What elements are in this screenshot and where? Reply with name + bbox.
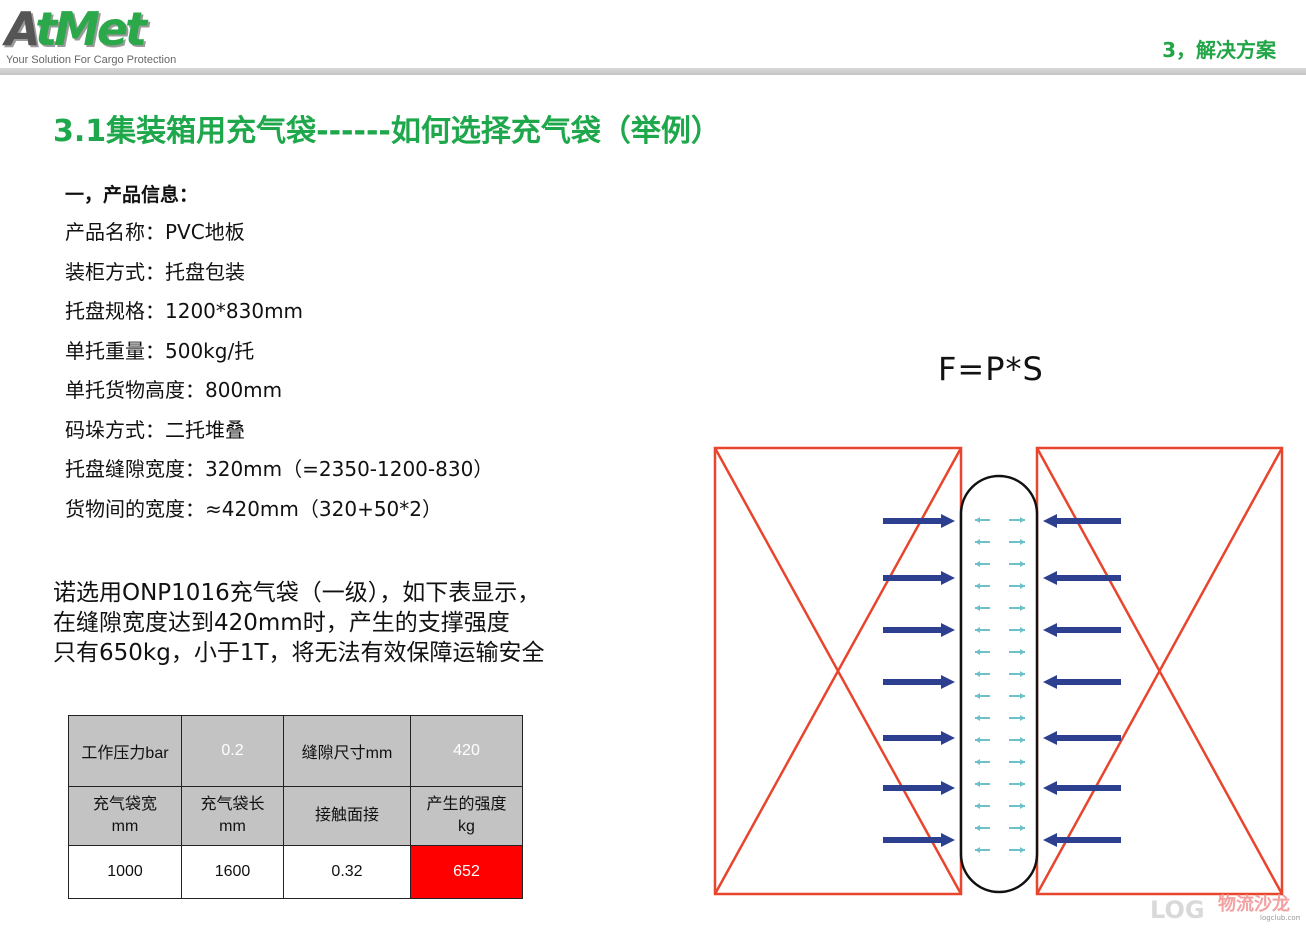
small-arrow [1009,583,1025,589]
left-cargo-box [713,446,963,896]
small-arrow [975,825,990,831]
page-title: 3.1集装箱用充气袋------如何选择充气袋（举例） [53,114,721,149]
product-info-heading: 一，产品信息： [65,184,199,206]
svg-text:物流沙龙: 物流沙龙 [1218,893,1290,915]
list-item: 托盘缝隙宽度：320mm（=2350-1200-830） [65,457,494,481]
table-cell: 0.32 [283,845,411,899]
small-arrow [1009,781,1025,787]
small-arrow [975,737,990,743]
small-arrow [1009,759,1025,765]
table-cell: 工作压力bar [68,715,182,787]
atmet-logo: AtMet Your Solution For Cargo Protection [5,2,205,70]
big-arrow-right [883,571,955,585]
big-arrow-left [1043,833,1121,847]
small-arrow [975,649,990,655]
airbag-shape [959,474,1039,894]
airbag-pressure-arrows [975,517,1025,853]
product-info-list: 产品名称：PVC地板 装柜方式：托盘包装 托盘规格：1200*830mm 单托重… [65,218,493,534]
list-item: 产品名称：PVC地板 [65,220,245,244]
right-cargo-box [1035,446,1284,896]
big-arrow-right [883,514,955,528]
small-arrow [1009,627,1025,633]
small-arrow [1009,605,1025,611]
small-arrow [1009,737,1025,743]
small-arrow [975,561,990,567]
force-formula: F=P*S [938,350,1044,388]
big-arrow-right [883,833,955,847]
logclub-watermark: LOG 物流沙龙 logclub.com [1150,893,1300,924]
big-arrow-left [1043,781,1121,795]
list-item: 单托重量：500kg/托 [65,338,255,363]
small-arrow [1009,671,1025,677]
list-item: 装柜方式：托盘包装 [65,259,245,284]
small-arrow [975,627,990,633]
table-cell: 1000 [68,845,182,899]
small-arrow [975,803,990,809]
small-arrow [1009,803,1025,809]
big-arrow-right [883,731,955,745]
strength-highlight-cell: 652 [410,845,523,899]
airbag-gap-diagram [713,446,1284,896]
table-cell: 1600 [181,845,284,899]
big-arrow-right [883,623,955,637]
list-item: 单托货物高度：800mm [65,378,283,402]
small-arrow [1009,847,1025,853]
section-label: 3，解决方案 [1162,38,1276,62]
header-divider [0,68,1306,75]
big-arrow-left [1043,571,1121,585]
big-arrow-right [883,675,955,689]
svg-text:LOG: LOG [1150,896,1205,924]
note-line: 诺选用ONP1016充气袋（一级），如下表显示， [53,580,541,606]
note-line: 在缝隙宽度达到420mm时，产生的支撑强度 [53,610,510,636]
small-arrow [975,781,990,787]
table-cell: 接触面接 [283,786,411,846]
big-arrow-left [1043,731,1121,745]
table-row: 工作压力bar 0.2 缝隙尺寸mm 420 [68,715,523,787]
small-arrow [1009,539,1025,545]
small-arrow [1009,715,1025,721]
table-cell: 420 [410,715,523,787]
table-cell: 缝隙尺寸mm [283,715,411,787]
note-line: 只有650kg，小于1T，将无法有效保障运输安全 [53,640,545,666]
small-arrow [1009,649,1025,655]
svg-text:logclub.com: logclub.com [1260,914,1300,922]
small-arrow [1009,517,1025,523]
small-arrow [975,539,990,545]
big-arrow-left [1043,514,1121,528]
table-row: 1000 1600 0.32 652 [68,845,523,899]
small-arrow [975,759,990,765]
small-arrow [975,847,990,853]
logo-tagline: Your Solution For Cargo Protection [6,54,177,66]
small-arrow [975,517,990,523]
cargo-force-arrows [883,514,1121,847]
small-arrow [975,715,990,721]
small-arrow [975,693,990,699]
small-arrow [975,605,990,611]
list-item: 码垛方式：二托堆叠 [65,417,245,442]
small-arrow [975,671,990,677]
small-arrow [975,583,990,589]
list-item: 货物间的宽度：≈420mm（320+50*2） [65,496,443,521]
big-arrow-left [1043,675,1121,689]
list-item: 托盘规格：1200*830mm [65,299,304,323]
logo-wordmark: AtMet [5,2,147,56]
small-arrow [1009,825,1025,831]
big-arrow-left [1043,623,1121,637]
big-arrow-right [883,781,955,795]
small-arrow [1009,561,1025,567]
table-cell: 0.2 [181,715,284,787]
small-arrow [1009,693,1025,699]
conclusion-note: 诺选用ONP1016充气袋（一级），如下表显示， 在缝隙宽度达到420mm时，产… [53,578,545,668]
